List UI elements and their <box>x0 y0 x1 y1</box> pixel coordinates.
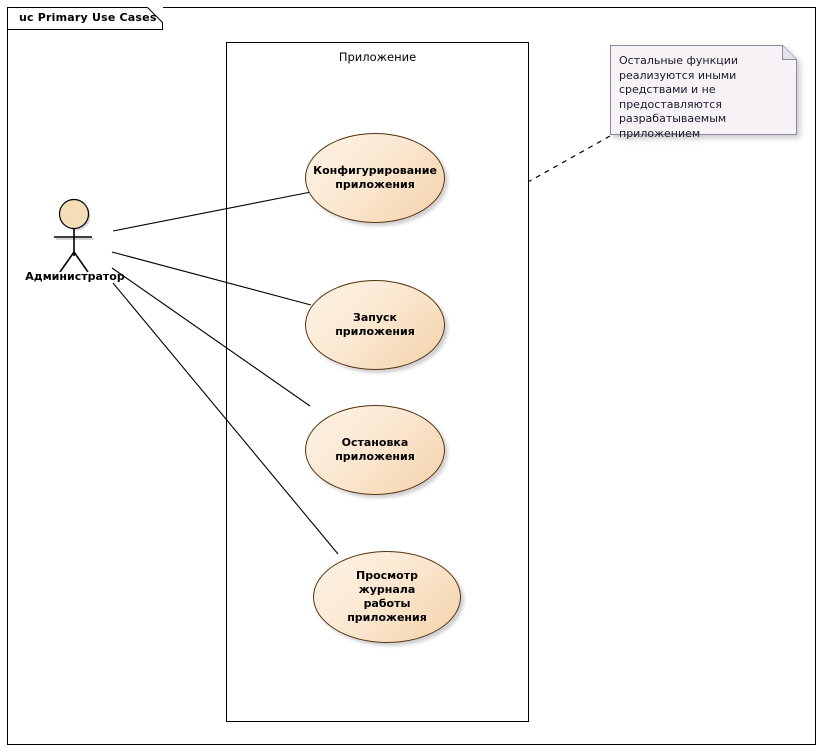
note-comment[interactable]: Остальные функции реализуются иными сред… <box>610 45 797 140</box>
actor-stick-figure-icon <box>54 198 94 272</box>
frame-tab-shape <box>7 7 163 30</box>
use-case-start-application[interactable]: Запуск приложения <box>305 280 445 370</box>
use-case-label: Конфигурирование приложения <box>313 164 437 191</box>
use-case-label: Запуск приложения <box>335 311 415 338</box>
diagram-title: uc Primary Use Cases <box>19 11 157 24</box>
diagram-frame <box>7 7 816 745</box>
use-case-view-application-log[interactable]: Просмотр журнала работы приложения <box>313 551 461 643</box>
use-case-stop-application[interactable]: Остановка приложения <box>305 405 445 495</box>
use-case-label: Остановка приложения <box>335 436 415 463</box>
note-shape-folded-corner-icon <box>610 45 797 135</box>
actor-administrator[interactable]: Администратор <box>20 182 130 287</box>
note-text: Остальные функции реализуются иными сред… <box>619 54 739 140</box>
diagram-frame-tab[interactable]: uc Primary Use Cases <box>7 7 163 30</box>
use-case-configure-application[interactable]: Конфигурирование приложения <box>305 133 445 223</box>
system-boundary-label: Приложение <box>338 50 417 64</box>
use-case-label: Просмотр журнала работы приложения <box>347 569 427 624</box>
actor-label: Администратор <box>25 270 125 283</box>
